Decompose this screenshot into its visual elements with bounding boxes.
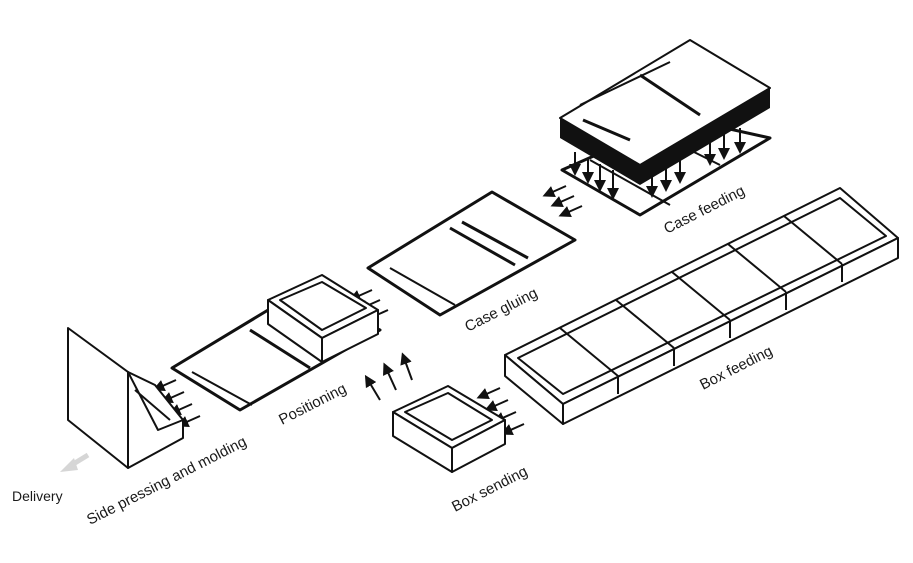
transfer-arrows-3 xyxy=(152,379,201,428)
push-arrow-icon xyxy=(160,391,185,404)
positioning-station xyxy=(170,274,382,412)
finished-box-back xyxy=(67,327,129,469)
case-gluing-station xyxy=(366,190,577,317)
push-arrow-icon xyxy=(484,399,509,412)
push-arrow-icon xyxy=(168,403,193,416)
push-arrow-icon xyxy=(364,374,381,401)
push-arrow-icon xyxy=(500,423,525,436)
push-arrow-icon xyxy=(542,185,567,198)
glued-case-sheet xyxy=(366,190,577,317)
push-arrow-icon xyxy=(383,362,397,391)
box-sending-station xyxy=(392,385,506,473)
push-arrow-icon xyxy=(400,352,413,381)
push-arrow-icon xyxy=(550,195,575,208)
side-pressing-station xyxy=(67,327,184,469)
case-feeding-station xyxy=(559,39,772,217)
label-box-sending: Box sending xyxy=(449,463,530,516)
label-case-gluing: Case gluing xyxy=(462,284,540,335)
case-stack-side-left xyxy=(560,118,640,185)
label-delivery: Delivery xyxy=(12,488,63,504)
box-feeding-conveyor xyxy=(504,187,899,425)
label-positioning: Positioning xyxy=(276,380,349,428)
push-arrow-icon xyxy=(152,379,177,392)
delivery-arrow xyxy=(60,452,90,472)
push-arrow-icon xyxy=(558,205,583,218)
push-arrow-icon xyxy=(176,415,201,428)
transfer-arrows-1 xyxy=(542,185,583,218)
case-stack-side-right xyxy=(640,88,770,185)
push-arrow-icon xyxy=(476,387,501,400)
up-arrows xyxy=(364,352,413,401)
down-arrows xyxy=(569,128,746,200)
label-case-feeding: Case feeding xyxy=(661,182,747,237)
positioning-case-sheet xyxy=(170,290,382,412)
